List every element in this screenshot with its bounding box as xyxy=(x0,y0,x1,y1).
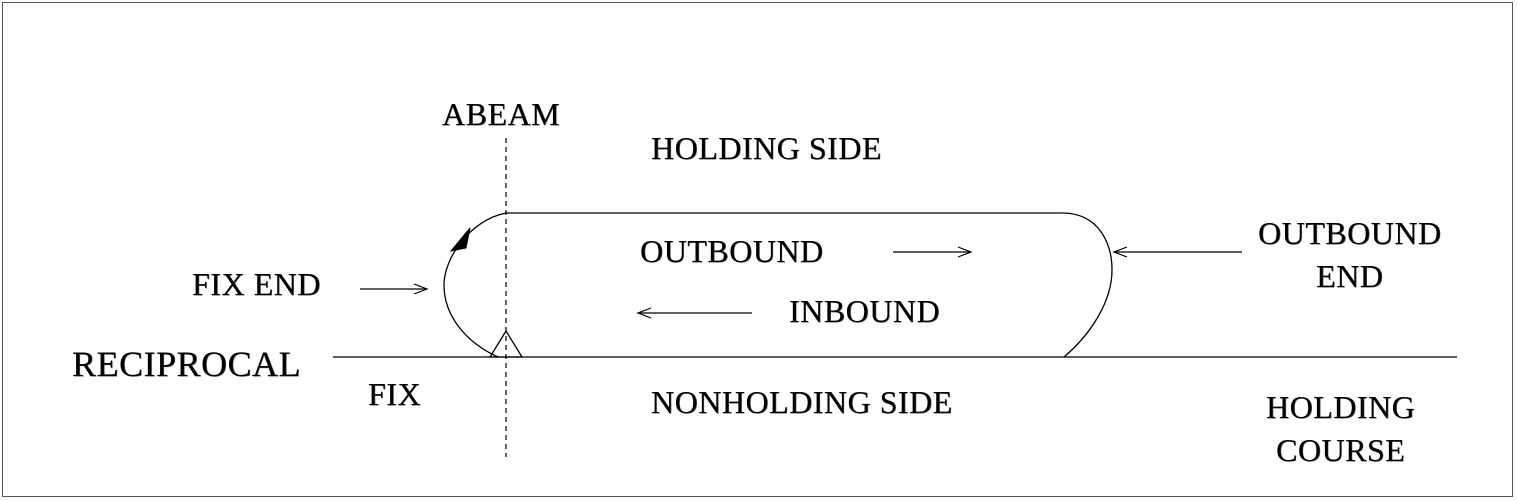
holding-course-label-line2: COURSE xyxy=(1276,432,1406,469)
outbound-end-pointer-arrow-icon xyxy=(1112,246,1242,258)
holding-course-label-line1: HOLDING xyxy=(1266,389,1416,425)
outbound-label: OUTBOUND xyxy=(640,233,824,269)
outbound-end-turn xyxy=(1061,212,1113,358)
nonholding-side-label: NONHOLDING SIDE xyxy=(651,384,953,420)
fix-end-turn xyxy=(443,212,507,358)
fix-end-label: FIX END xyxy=(192,266,321,302)
outbound-end-label-line1: OUTBOUND xyxy=(1258,215,1442,251)
fix-triangle-marker xyxy=(488,329,524,358)
holding-course-label: HOLDING COURSE xyxy=(1266,386,1415,472)
holding-side-label: HOLDING SIDE xyxy=(651,130,882,166)
outbound-arrow-icon xyxy=(893,246,973,258)
outbound-end-label: OUTBOUND END xyxy=(1258,212,1442,298)
fix-label: FIX xyxy=(368,376,422,412)
outbound-end-label-line2: END xyxy=(1316,258,1384,295)
turn-direction-arrowhead xyxy=(449,227,471,252)
reciprocal-label: RECIPROCAL xyxy=(72,344,302,384)
inbound-arrow-icon xyxy=(636,307,752,319)
abeam-label: ABEAM xyxy=(442,96,561,132)
fix-end-pointer-arrow-icon xyxy=(360,283,429,295)
inbound-label: INBOUND xyxy=(789,293,941,329)
